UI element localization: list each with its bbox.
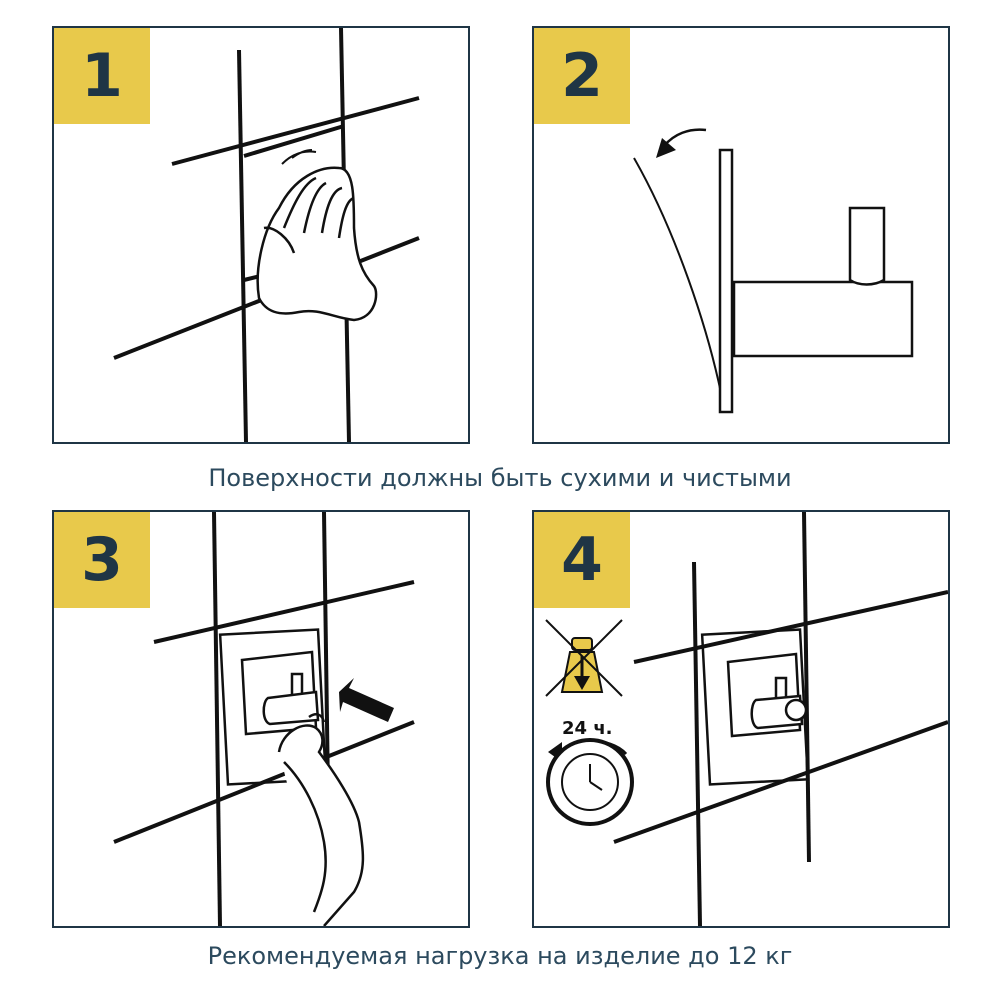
step-3-panel: 3 [52,510,470,928]
step-2-badge: 2 [534,28,630,124]
step-1-panel: 1 [52,26,470,444]
timer-24h-icon: 24 ч. [546,718,634,826]
step-3-badge: 3 [54,512,150,608]
step-2-panel: 2 [532,26,950,444]
wiping-hand-icon [256,149,378,322]
push-arrow-icon [339,678,394,722]
caption-bottom: Рекомендуемая нагрузка на изделие до 12 … [207,942,793,970]
tile-wall-pressing-illustration [113,512,415,926]
step-number: 4 [561,525,603,595]
step-4-panel: 24 ч. 4 [532,510,950,928]
tile-wall-installed-illustration: 24 ч. [545,512,948,926]
hook-plate [240,650,320,736]
tile-wall-wiping-illustration [113,28,420,442]
installed-hook [726,652,808,738]
hook-side-profile [718,148,914,414]
peel-arrow-icon [633,128,725,409]
step-number: 1 [81,41,123,111]
no-weight-icon [545,619,623,697]
hook-side-peel-illustration [633,128,914,414]
pressing-hand-icon [277,713,365,926]
timer-label: 24 ч. [562,718,613,739]
step-1-badge: 1 [54,28,150,124]
step-number: 3 [81,525,123,595]
step-4-badge: 4 [534,512,630,608]
caption-top: Поверхности должны быть сухими и чистыми [208,464,792,492]
step-number: 2 [561,41,603,111]
